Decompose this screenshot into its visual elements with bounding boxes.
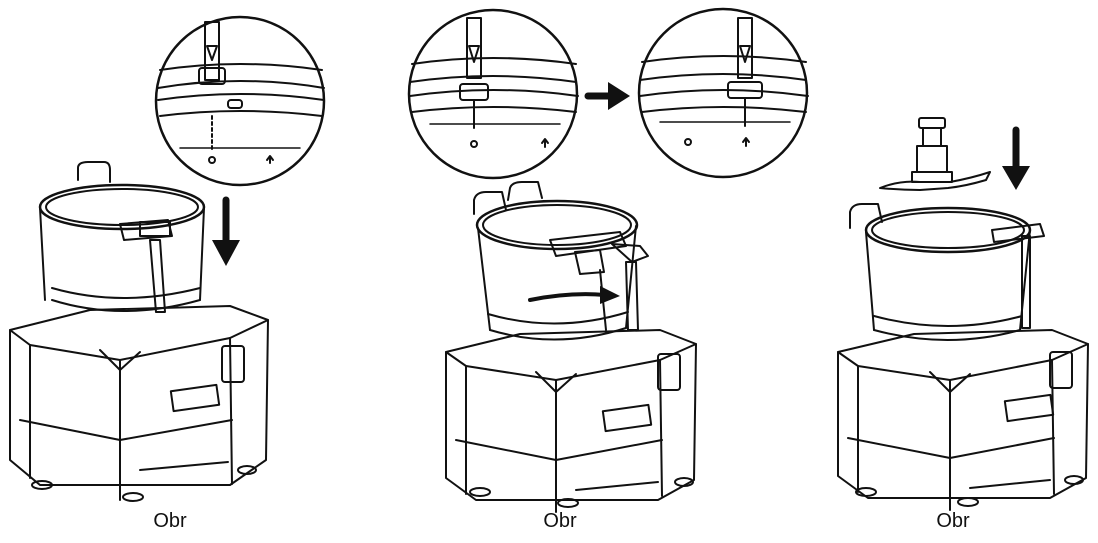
- bowl-1: [38, 161, 206, 313]
- detail-circle-1: [154, 15, 326, 187]
- base-1: [9, 305, 269, 502]
- base-2: [445, 329, 697, 513]
- blade-assembly: [879, 117, 991, 191]
- base-3: [837, 329, 1089, 511]
- panel-3: [837, 117, 1089, 511]
- panel-2-caption: Obr: [543, 510, 577, 532]
- panel-3-caption: Obr: [936, 510, 970, 532]
- bowl-2: [473, 181, 649, 341]
- bowl-3: [849, 203, 1045, 341]
- arrow-down-icon-2: [1002, 126, 1030, 190]
- arrow-right-icon: [584, 82, 630, 110]
- arrow-curved-right-icon: [528, 286, 620, 304]
- panel-2: [407, 7, 809, 513]
- panel-1: [9, 15, 326, 502]
- panel-1-caption: Obr: [153, 510, 187, 532]
- arrow-down-icon: [212, 196, 240, 266]
- detail-circle-2b: [637, 7, 809, 179]
- detail-circle-2a: [407, 8, 579, 180]
